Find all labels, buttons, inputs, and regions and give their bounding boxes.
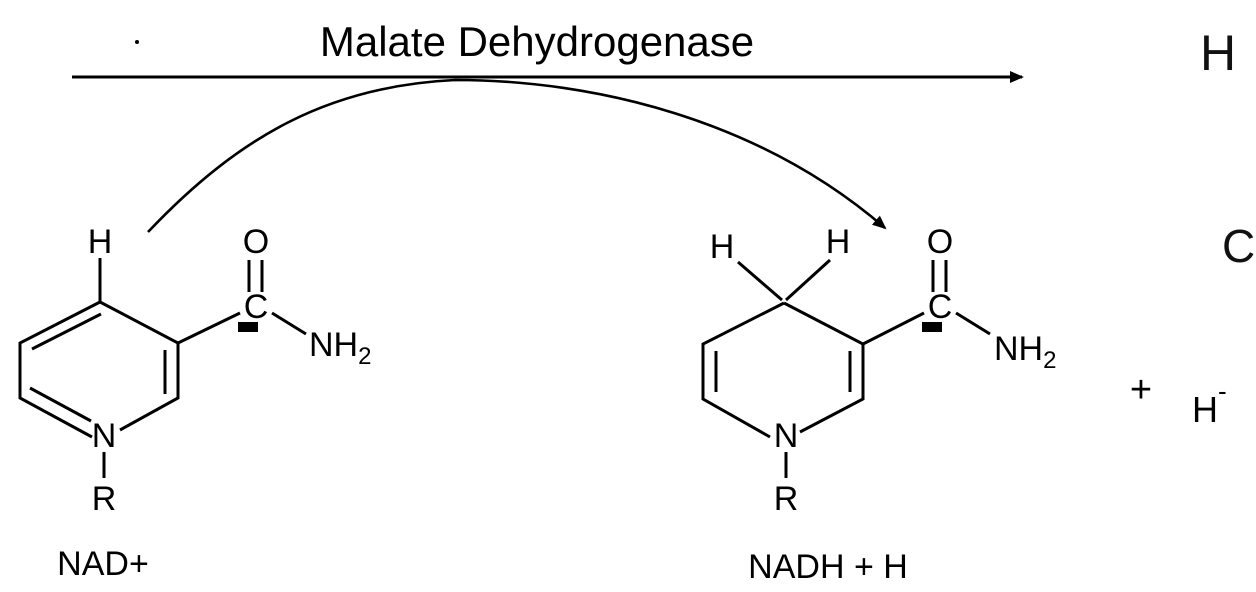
nadh-amide-group: NH2 <box>994 330 1056 374</box>
enzyme-label: Malate Dehydrogenase <box>320 18 754 65</box>
nadh-ring-n: N <box>774 417 799 455</box>
nadh-c-bond <box>862 311 925 346</box>
nadh-cn-bond <box>955 311 991 336</box>
nad-plus-atom-o: O <box>243 223 269 261</box>
nadh-c-smudge <box>922 322 942 332</box>
plus-sign: + <box>1130 369 1152 411</box>
nadh-atom-h1: H <box>710 228 735 266</box>
nad-plus-c-bond <box>177 311 241 345</box>
nadh-h2-bond <box>784 258 832 302</box>
nadh-label: NADH + H <box>748 548 908 586</box>
nadh-h1-bond <box>737 260 783 302</box>
nadh-atom-o: O <box>927 223 953 261</box>
edge-letter-middle: C <box>1222 220 1255 272</box>
nad-plus-ring-double-top <box>31 312 102 351</box>
nad-plus-ring-n: N <box>92 417 117 455</box>
nad-plus-c-smudge <box>238 322 258 332</box>
nad-plus-amide-subscript: 2 <box>358 343 371 370</box>
nad-plus-ring-left <box>18 300 101 439</box>
nad-plus-amide-group: NH2 <box>309 326 371 370</box>
hydride-label: H- <box>1192 376 1227 430</box>
nadh-amide-subscript: 2 <box>1043 347 1056 374</box>
nad-plus-substituent-r: R <box>92 480 117 518</box>
nadh-ring-left <box>701 301 785 439</box>
nad-plus-cn-bond <box>271 311 307 336</box>
nad-plus-structure: H O C NH2 N R NAD+ <box>18 223 371 583</box>
nadh-ring-right <box>783 301 865 434</box>
stray-dot <box>135 40 139 44</box>
nadh-atom-h2: H <box>826 223 851 261</box>
hydride-transfer-arrow <box>147 78 887 233</box>
nad-plus-ring-double-bottom <box>29 386 92 423</box>
nad-plus-atom-c: C <box>244 288 269 326</box>
nadh-atom-c: C <box>928 288 953 326</box>
nad-plus-ring-right <box>99 300 180 432</box>
nad-plus-label: NAD+ <box>57 545 149 583</box>
nadh-substituent-r: R <box>774 480 799 518</box>
edge-letter-top: H <box>1200 25 1236 81</box>
nadh-structure: H H O C NH2 N R NADH + H <box>701 223 1056 586</box>
hydride-charge: - <box>1218 376 1227 406</box>
nad-plus-atom-h: H <box>88 223 113 261</box>
